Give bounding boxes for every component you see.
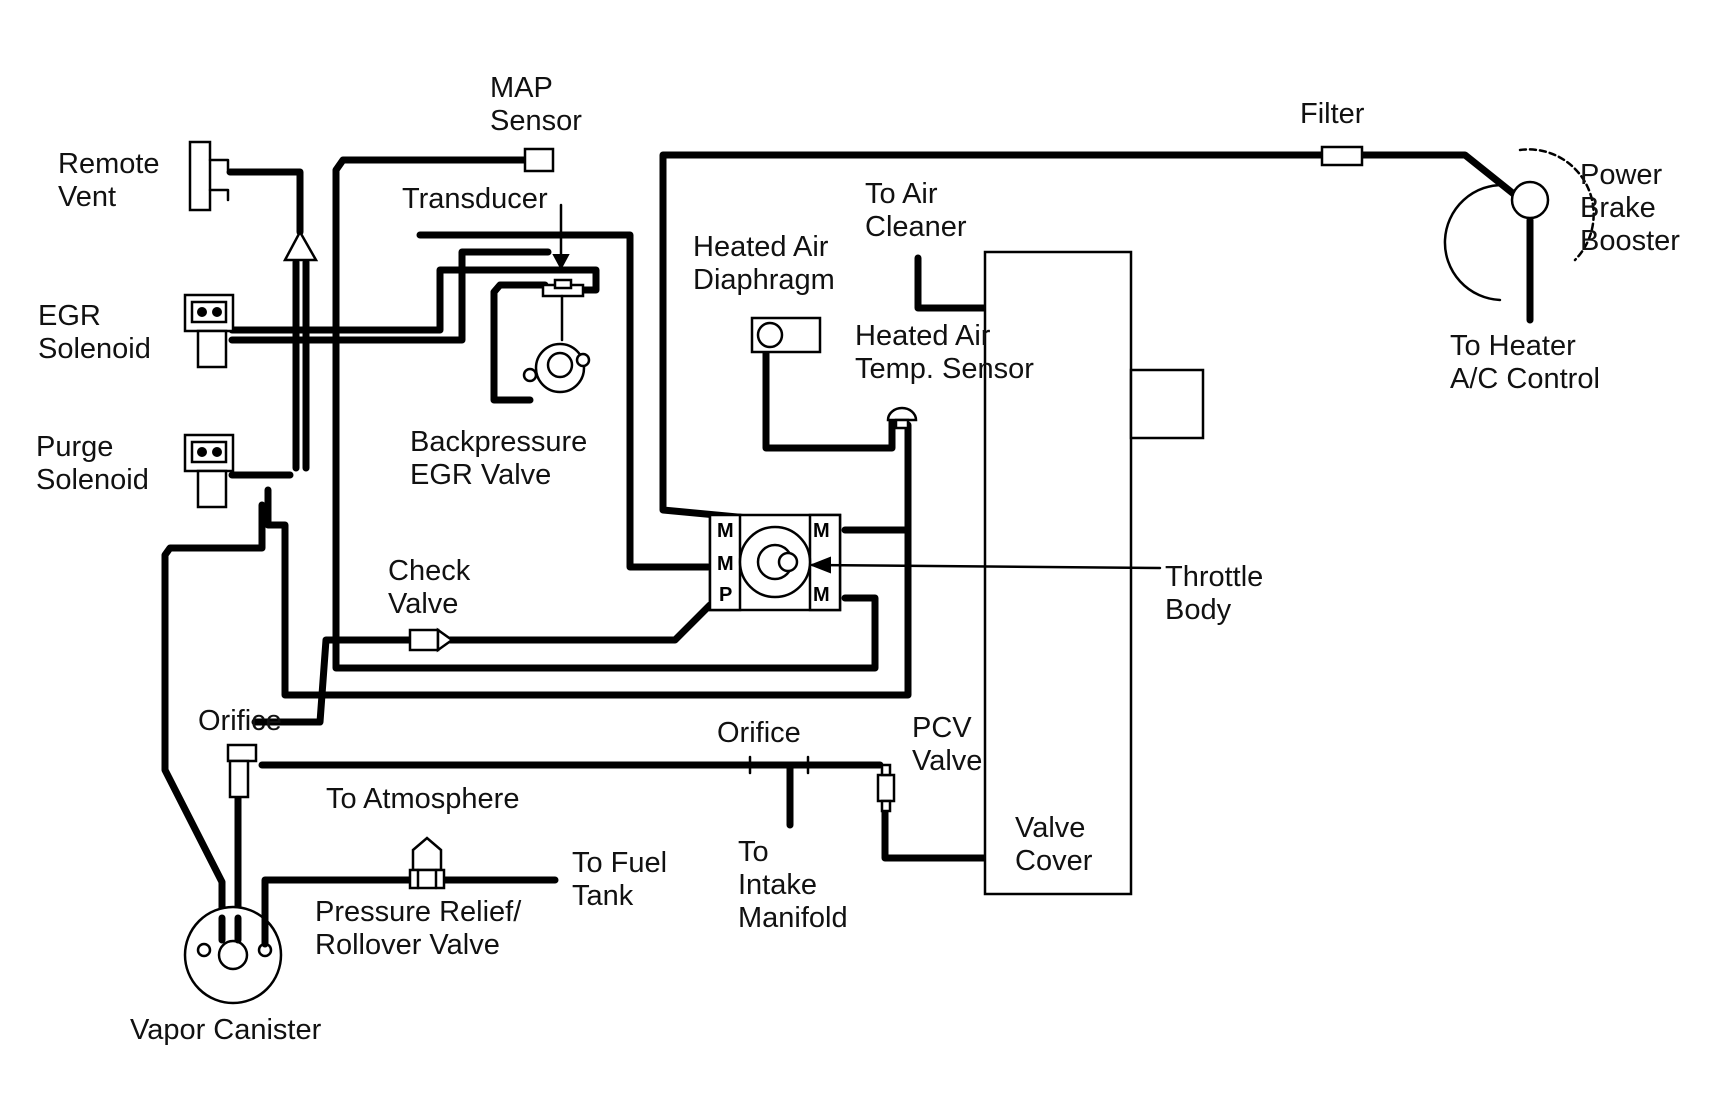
vent-tee-icon (282, 229, 319, 262)
throttle-port-m2: M (717, 553, 734, 575)
transducer-icon (541, 203, 585, 342)
remote-vent-icon (188, 140, 230, 212)
hose-egr-solenoid-2 (228, 248, 552, 344)
orifice-fitting-left (226, 743, 258, 799)
hose-temp-sensor (841, 421, 912, 534)
map-sensor-icon (523, 147, 555, 173)
purge-solenoid-icon (183, 433, 235, 509)
hose-egr-transducer (228, 266, 600, 334)
throttle-port-p: P (719, 584, 732, 606)
backpressure-egr-valve-icon (522, 342, 591, 394)
hose-remote-vent (226, 168, 304, 236)
hose-map-sensor (332, 156, 879, 672)
throttle-port-m3: M (813, 520, 830, 542)
orifice-fitting-center (748, 755, 810, 775)
label-orifice-left: Orifice (198, 705, 282, 737)
pressure-relief-rollover-valve-icon (408, 836, 446, 890)
hose-purge-return (264, 436, 912, 699)
hose-check-valve (251, 636, 414, 726)
check-valve-icon (408, 627, 455, 653)
hose-purge-canister (161, 501, 266, 924)
throttle-body: M M P M M (708, 513, 842, 612)
filter-icon (1320, 145, 1364, 167)
throttle-port-m4: M (813, 584, 830, 606)
heated-air-temp-sensor-icon (886, 406, 918, 430)
throttle-port-m1: M (717, 520, 734, 542)
hose-fuel-tank (261, 876, 559, 926)
label-orifice-center: Orifice (717, 717, 801, 749)
hose-to-air-cleaner (914, 254, 989, 312)
hose-check-to-throttle (446, 601, 714, 644)
hose-heated-air (762, 346, 896, 452)
heated-air-diaphragm-icon (750, 316, 822, 354)
throttle-body-arrow (809, 556, 1162, 574)
hose-transducer-throttle (416, 231, 712, 571)
label-transducer: Transducer (402, 183, 548, 215)
valve-cover-block (983, 250, 1205, 896)
label-vapor-canister: Vapor Canister (130, 1014, 322, 1046)
vacuum-hoses (161, 151, 1534, 926)
pcv-valve-icon (876, 763, 896, 813)
hose-backpressure-loop (490, 281, 549, 404)
label-to-atmosphere: To Atmosphere (326, 783, 519, 815)
vapor-canister-icon (183, 905, 283, 1005)
label-pressure-relief-rollover-valve: Pressure Relief/Rollover Valve (315, 896, 522, 961)
egr-solenoid-icon (183, 293, 235, 369)
label-filter: Filter (1300, 98, 1365, 130)
power-brake-booster-icon (1443, 148, 1595, 302)
hose-pcv-valve-cover (881, 804, 989, 862)
